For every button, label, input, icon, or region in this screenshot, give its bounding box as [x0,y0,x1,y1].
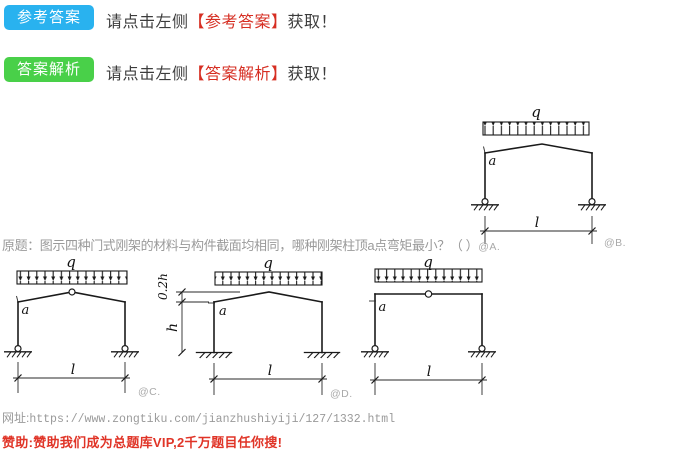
load-label: q [423,253,433,271]
source-url: https://www.zongtiku.com/jianzhushiyiji/… [29,413,396,426]
rise-dimension-label: 0.2h [156,273,170,300]
question-body: 原题：图示四种门式刚架的材料与构件截面均相同，哪种刚架柱顶a点弯矩最小？（ ） [2,238,479,253]
pin-support [471,199,499,211]
sponsor-line: 赞助:赞助我们成为总题库VIP,2千万题目任你搜! [2,435,283,450]
point-a-label: a [489,154,497,169]
load-label: q [531,103,541,121]
span-label: l [427,364,431,380]
option-b-label: @B. [604,237,627,249]
reference-answer-instruction: 请点击左侧【参考答案】获取！ [106,8,337,32]
point-a-label: a [379,300,387,315]
frame-diagram-option-a: q a l [440,103,660,244]
distributed-load-band [214,271,323,286]
pin-support [111,346,139,358]
load-label: q [263,254,273,272]
frame-outline [208,291,323,354]
frame-diagram-option-b: q a l [0,253,150,393]
distributed-load-band [374,268,483,283]
reference-answer-button[interactable]: 参考答案 [4,5,95,30]
span-dimension: l [209,363,327,395]
height-dimension: 0.2h h [156,273,240,357]
height-dimension-label: h [165,323,181,332]
distributed-load-band [16,270,128,285]
pin-support [468,346,496,358]
span-dimension: l [370,363,487,395]
option-c-label: @C. [138,386,161,398]
instruction-prefix: 请点击左侧 [106,66,189,83]
frame-outline [483,143,593,200]
answer-analysis-instruction: 请点击左侧【答案解析】获取！ [106,60,337,84]
instruction-suffix: 获取！ [287,14,338,31]
point-a-label: a [219,304,227,319]
frame-diagram-option-c: q a 0.2h h l [156,254,342,395]
span-label: l [71,362,75,378]
instruction-prefix: 请点击左侧 [106,14,189,31]
point-a-label: a [22,303,30,318]
pin-support [578,199,606,211]
beam-hinge [424,290,433,298]
span-label: l [535,215,539,231]
apex-hinge [68,288,76,296]
fixed-support [194,351,234,359]
answer-analysis-button[interactable]: 答案解析 [4,57,95,82]
fixed-support [302,351,342,359]
frame-outline [16,291,126,347]
question-text: 原题：图示四种门式刚架的材料与构件截面均相同，哪种刚架柱顶a点弯矩最小？（ ）@… [2,235,500,254]
pin-support [4,346,32,358]
distributed-load-band [482,121,590,136]
option-a-label: @A. [478,241,501,253]
url-label: 网址: [2,411,30,425]
pin-support [361,346,389,358]
option-d-label: @D. [330,388,353,400]
span-label: l [268,363,272,379]
source-url-line: 网址:https://www.zongtiku.com/jianzhushiyi… [2,409,395,426]
frame-diagram-option-d: q a l [358,253,508,395]
load-label: q [66,253,76,271]
instruction-bracket: 【答案解析】 [188,66,288,83]
instruction-suffix: 获取！ [287,66,338,83]
span-dimension: l [480,215,597,244]
span-dimension: l [13,362,130,393]
instruction-bracket: 【参考答案】 [188,14,288,31]
